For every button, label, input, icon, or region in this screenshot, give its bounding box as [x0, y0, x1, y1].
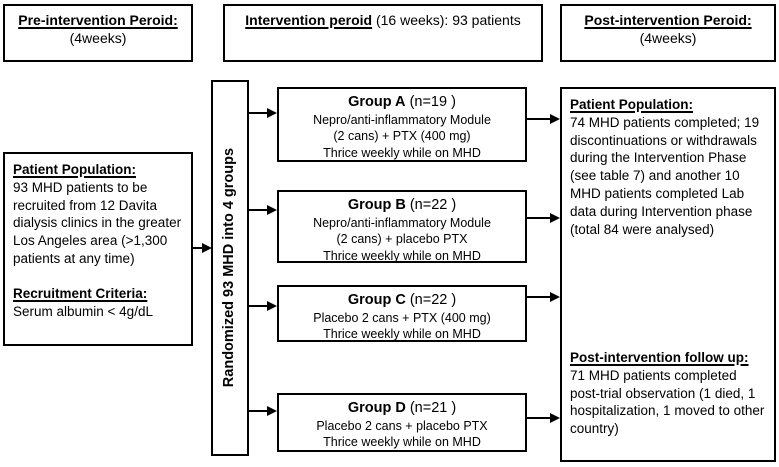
outcomes-box: Patient Population: 74 MHD patients comp…: [560, 87, 776, 462]
recruitment-criteria-body: Serum albumin < 4g/dL: [13, 303, 153, 319]
outcomes-population-body: 74 MHD patients completed; 19 discontinu…: [570, 114, 760, 237]
group-b-title: Group B (n=22 ): [279, 196, 525, 215]
group-a-title: Group A (n=19 ): [279, 93, 525, 112]
arrow-randomization-to-group-b: [249, 205, 277, 215]
arrow-randomization-to-group-c: [249, 301, 277, 311]
group-b-name: Group B: [347, 197, 406, 213]
post-intervention-period-box: Post-intervention Peroid: (4weeks): [560, 4, 776, 62]
group-c-line-1: Placebo 2 cans + PTX (400 mg): [313, 310, 491, 325]
group-b-line-2: (2 cans) + placebo PTX: [336, 232, 468, 247]
recruitment-criteria-title: Recruitment Criteria:: [13, 285, 148, 301]
group-b-line-1: Nepro/anti-inflammatory Module: [313, 215, 491, 230]
group-c-n: (n=22 ): [405, 292, 457, 308]
followup-title: Post-intervention follow up:: [570, 350, 749, 365]
post-intervention-duration: (4weeks): [639, 30, 697, 47]
group-a-name: Group A: [348, 94, 406, 110]
intervention-title: Intervention peroid: [245, 12, 373, 28]
group-c-name: Group C: [347, 292, 406, 308]
group-b-line-3: Thrice weekly while on MHD: [323, 249, 481, 264]
post-intervention-title: Post-intervention Peroid:: [584, 12, 752, 28]
arrow-population-to-randomization: [193, 243, 212, 253]
group-c-title: Group C (n=22 ): [279, 291, 525, 310]
group-d-n: (n=21 ): [405, 400, 457, 416]
intervention-period-box: Intervention peroid (16 weeks): 93 patie…: [223, 4, 543, 62]
post-intervention-followup-section: Post-intervention follow up: 71 MHD pati…: [570, 349, 766, 438]
group-d-line-1: Placebo 2 cans + placebo PTX: [316, 418, 488, 433]
group-d-box: Group D (n=21 ) Placebo 2 cans + placebo…: [277, 393, 527, 452]
outcomes-population-title: Patient Population:: [570, 97, 693, 112]
followup-body: 71 MHD patients completed post-trial obs…: [570, 367, 765, 437]
intervention-title-line: Intervention peroid (16 weeks): 93 patie…: [225, 11, 541, 29]
arrow-group-c-to-outcomes: [527, 292, 560, 302]
arrow-group-b-to-outcomes: [527, 213, 560, 223]
arrow-group-a-to-outcomes: [527, 114, 560, 124]
group-a-line-1: Nepro/anti-inflammatory Module: [313, 112, 491, 127]
group-a-n: (n=19 ): [405, 94, 456, 110]
group-a-line-3: Thrice weekly while on MHD: [323, 146, 481, 161]
patient-population-body: 93 MHD patients to be recruited from 12 …: [13, 179, 182, 267]
pre-intervention-period-box: Pre-intervention Peroid: (4weeks): [3, 4, 193, 62]
arrow-randomization-to-group-a: [249, 108, 277, 118]
intervention-detail: (16 weeks): 93 patients: [372, 12, 521, 28]
group-c-line-2: Thrice weekly while on MHD: [323, 327, 481, 342]
group-b-n: (n=22 ): [405, 197, 457, 213]
patient-population-title: Patient Population:: [13, 162, 136, 177]
group-b-box: Group B (n=22 ) Nepro/anti-inflammatory …: [277, 190, 527, 263]
group-d-line-2: Thrice weekly while on MHD: [323, 435, 481, 450]
patient-population-box: Patient Population: 93 MHD patients to b…: [3, 152, 193, 346]
pre-intervention-duration: (4weeks): [69, 30, 127, 47]
group-d-name: Group D: [347, 400, 406, 416]
arrow-randomization-to-group-d: [249, 406, 277, 416]
randomization-box: Randomized 93 MHD into 4 groups: [211, 80, 249, 456]
group-a-line-2: (2 cans) + PTX (400 mg): [333, 129, 471, 144]
group-d-title: Group D (n=21 ): [279, 399, 525, 418]
group-c-box: Group C (n=22 ) Placebo 2 cans + PTX (40…: [277, 285, 527, 342]
pre-intervention-title: Pre-intervention Peroid:: [18, 12, 178, 28]
group-a-box: Group A (n=19 ) Nepro/anti-inflammatory …: [277, 87, 527, 162]
arrow-group-d-to-outcomes: [527, 413, 560, 423]
randomization-label: Randomized 93 MHD into 4 groups: [221, 148, 238, 388]
